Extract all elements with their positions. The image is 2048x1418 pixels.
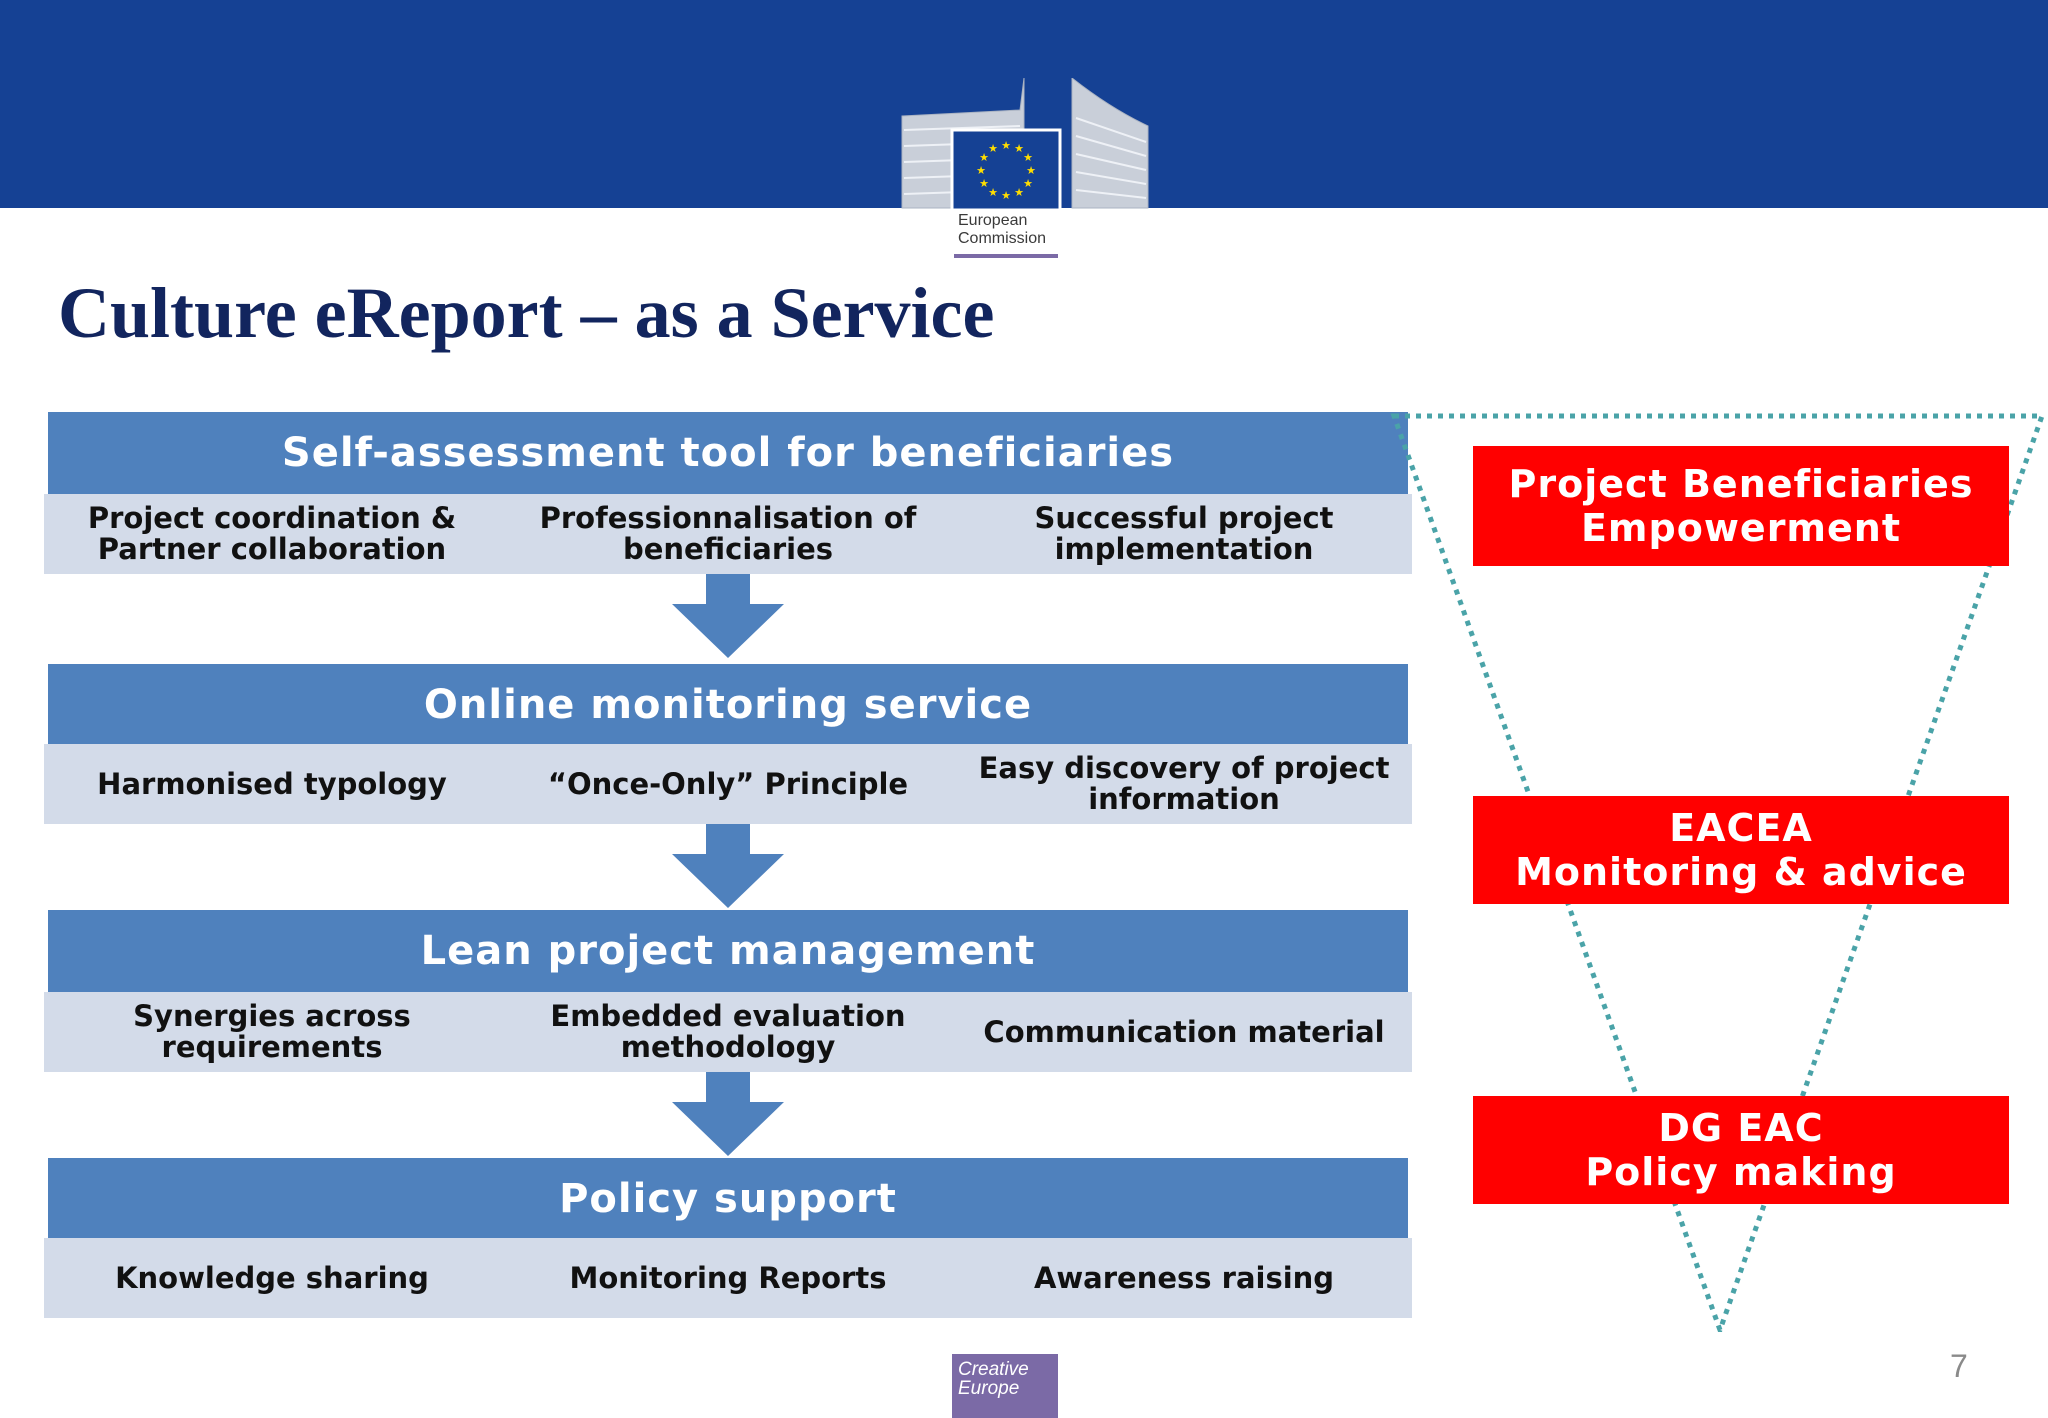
stage-items-online-monitoring: Harmonised typology “Once-Only” Principl… xyxy=(44,744,1412,824)
down-arrow-icon xyxy=(672,824,784,908)
stage-item: Professionnalisation of beneficiaries xyxy=(539,501,917,566)
logo-underline xyxy=(954,254,1058,258)
svg-text:★: ★ xyxy=(1023,151,1033,164)
svg-text:★: ★ xyxy=(988,142,998,155)
stage-item: Knowledge sharing xyxy=(115,1260,429,1295)
stage-heading-self-assessment: Self-assessment tool for beneficiaries xyxy=(48,412,1408,494)
svg-text:★: ★ xyxy=(1014,142,1024,155)
down-arrow-icon xyxy=(672,574,784,658)
funnel-level-dg-eac: DG EAC Policy making xyxy=(1473,1096,2009,1204)
svg-text:★: ★ xyxy=(988,186,998,199)
svg-text:★: ★ xyxy=(1026,164,1036,177)
stage-item: “Once-Only” Principle xyxy=(547,766,909,801)
stage-item: Synergies across requirements xyxy=(133,999,411,1064)
funnel-level-beneficiaries: Project Beneficiaries Empowerment xyxy=(1473,446,2009,566)
stage-heading-online-monitoring: Online monitoring service xyxy=(48,664,1408,746)
svg-text:★: ★ xyxy=(976,164,986,177)
logo-caption: European Commission xyxy=(958,212,1047,247)
svg-text:★: ★ xyxy=(979,177,989,190)
stage-items-self-assessment: Project coordination & Partner collabora… xyxy=(44,494,1412,574)
stage-item: Monitoring Reports xyxy=(569,1260,887,1295)
stage-item: Successful project implementation xyxy=(1034,501,1334,566)
svg-text:★: ★ xyxy=(1023,177,1033,190)
stage-items-lean-management: Synergies across requirements Embedded e… xyxy=(44,992,1412,1072)
stage-item: Easy discovery of project information xyxy=(978,751,1390,816)
stage-heading-lean-management: Lean project management xyxy=(48,910,1408,992)
creative-europe-logo: Creative Europe xyxy=(952,1354,1058,1418)
slide-title: Culture eReport – as a Service xyxy=(58,273,995,353)
funnel-level-eacea: EACEA Monitoring & advice xyxy=(1473,796,2009,904)
svg-text:★: ★ xyxy=(1001,139,1011,152)
stage-item: Harmonised typology xyxy=(97,766,447,801)
stage-item: Project coordination & Partner collabora… xyxy=(87,501,457,566)
stage-heading-policy-support: Policy support xyxy=(48,1158,1408,1240)
european-commission-logo: ★★★ ★★★ ★★★ ★★★ xyxy=(901,78,1149,212)
stage-item: Awareness raising xyxy=(1033,1260,1335,1295)
svg-text:★: ★ xyxy=(979,151,989,164)
page-number: 7 xyxy=(1950,1348,1968,1384)
stage-items-policy-support: Knowledge sharing Monitoring Reports Awa… xyxy=(44,1238,1412,1318)
svg-text:★: ★ xyxy=(1014,186,1024,199)
eu-flag-icon xyxy=(950,128,1062,212)
svg-text:★: ★ xyxy=(1001,189,1011,202)
down-arrow-icon xyxy=(672,1072,784,1156)
stage-item: Communication material xyxy=(983,1014,1385,1049)
stage-item: Embedded evaluation methodology xyxy=(550,999,906,1064)
